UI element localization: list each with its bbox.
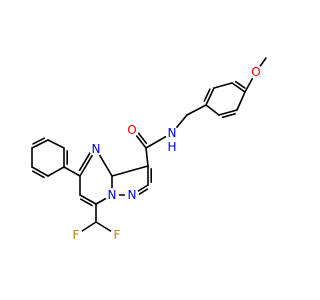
atom-label-n-ring-top: N: [92, 142, 101, 156]
atom-label-n-ring-pyrazole: N: [128, 188, 137, 202]
atom-label-background: [125, 123, 139, 137]
atom-label-f-right: F: [114, 228, 121, 242]
double-bond-c7-c6: [80, 198, 93, 207]
bond-ph6-ph1: [47, 139, 65, 149]
atom-label-background: [249, 65, 263, 79]
bond-layer: [31, 57, 267, 236]
atom-label-n-amide: N: [168, 126, 177, 140]
bond-ph3-ph4: [31, 166, 49, 177]
bond-c3-cc: [145, 147, 149, 167]
bond-b2-b3: [213, 82, 233, 89]
bond-b4-b5: [236, 91, 246, 111]
atom-label-background: [165, 126, 179, 140]
bond-b6-b1: [205, 104, 220, 116]
atom-label-n-ring-bridge: N: [108, 188, 117, 202]
bond-ph1-ph2: [31, 139, 49, 149]
bond-ch2-b1: [186, 104, 207, 116]
double-bond-b3-b4: [234, 80, 246, 89]
bond-c3a-c3: [111, 165, 149, 177]
bond-ph4-ph5: [47, 166, 65, 177]
atom-label-background: [165, 140, 179, 154]
atom-label-background: [69, 228, 83, 242]
double-bond-c5-n4: [78, 150, 92, 172]
atom-label-f-left: F: [73, 228, 80, 242]
atom-label-h-amide: H: [167, 140, 176, 154]
bond-c7-c6: [79, 194, 97, 205]
double-bond-b5-b6: [221, 113, 236, 119]
bond-b3-b4: [231, 82, 246, 93]
bond-b1-b2: [205, 87, 215, 106]
double-bond-ph1-ph2: [32, 137, 45, 145]
double-bond-ph3-ph4: [32, 170, 45, 179]
double-bond-b1-b2: [203, 88, 211, 102]
atom-label-background: [125, 188, 139, 202]
bond-ph5-c5: [63, 166, 81, 177]
bond-b5-b6: [218, 109, 238, 116]
atom-label-background: [89, 142, 103, 156]
atom-label-background: [110, 228, 124, 242]
atom-label-o-methoxy: O: [251, 65, 260, 79]
atom-label-background: [105, 188, 119, 202]
atom-label-o-carbonyl: O: [127, 123, 136, 137]
